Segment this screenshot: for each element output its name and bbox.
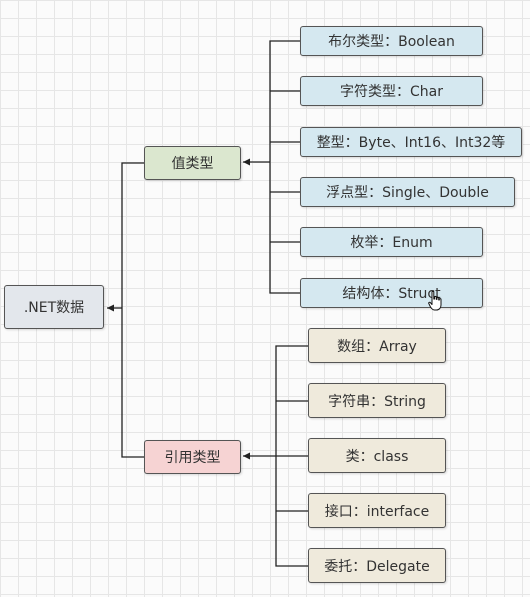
leaf-node-enum[interactable]: 枚举：Enum (300, 227, 483, 257)
group-label: 值类型 (171, 156, 214, 172)
leaf-label: 数组：Array (337, 338, 417, 355)
leaf-node-array[interactable]: 数组：Array (308, 328, 446, 363)
group-node-value-types[interactable]: 值类型 (144, 146, 241, 180)
leaf-label: 枚举：Enum (350, 235, 433, 251)
leaf-label: 字符类型：Char (340, 84, 443, 100)
connector-value-leaves (269, 40, 300, 294)
connector-ref-leaves (275, 345, 308, 567)
leaf-node-char[interactable]: 字符类型：Char (300, 76, 483, 106)
leaf-label: 整型：Byte、Int16、Int32等 (316, 135, 506, 151)
leaf-node-string[interactable]: 字符串：String (308, 383, 446, 418)
leaf-label: 布尔类型：Boolean (328, 34, 455, 50)
leaf-label: 字符串：String (328, 393, 426, 410)
leaf-label: 类：class (345, 448, 409, 465)
hand-pointer-icon (428, 291, 442, 311)
leaf-label: 浮点型：Single、Double (326, 185, 489, 201)
root-label: .NET数据 (23, 300, 85, 316)
leaf-node-struct[interactable]: 结构体：Struct (300, 278, 483, 308)
leaf-node-boolean[interactable]: 布尔类型：Boolean (300, 26, 483, 56)
leaf-node-interface[interactable]: 接口：interface (308, 493, 446, 528)
leaf-node-class[interactable]: 类：class (308, 438, 446, 473)
leaf-label: 结构体：Struct (342, 286, 441, 302)
leaf-node-integer[interactable]: 整型：Byte、Int16、Int32等 (300, 127, 522, 157)
leaf-label: 委托：Delegate (324, 558, 430, 575)
leaf-node-delegate[interactable]: 委托：Delegate (308, 548, 446, 583)
leaf-label: 接口：interface (324, 503, 430, 520)
group-label: 引用类型 (164, 450, 221, 466)
group-node-reference-types[interactable]: 引用类型 (144, 440, 241, 474)
leaf-node-float[interactable]: 浮点型：Single、Double (300, 177, 515, 207)
root-node[interactable]: .NET数据 (4, 285, 104, 329)
connector-root-groups (121, 162, 144, 458)
